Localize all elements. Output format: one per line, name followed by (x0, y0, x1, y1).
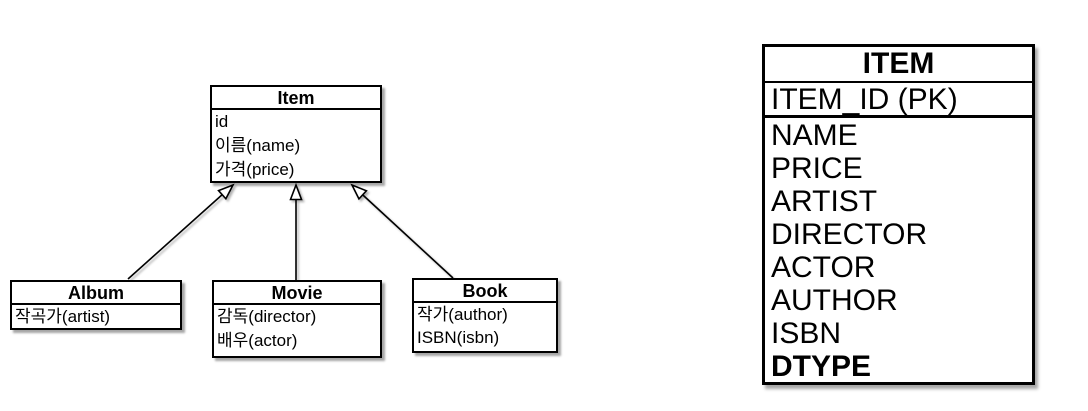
class-fields-album: 작곡가(artist) (12, 305, 180, 328)
er-column-row: ACTOR (771, 251, 876, 284)
er-column-row: AUTHOR (771, 284, 898, 317)
inheritance-arrow-book-to-item (352, 185, 454, 279)
er-column-row: PRICE (771, 152, 863, 185)
field-row: 배우(actor) (217, 331, 298, 350)
field-row: 감독(director) (217, 307, 317, 326)
field-row: 작가(author) (417, 305, 508, 324)
field-row: id (215, 112, 229, 131)
class-title-book: Book (414, 280, 556, 303)
class-fields-item: id 이름(name) 가격(price) (212, 110, 380, 182)
class-box-album: Album 작곡가(artist) (10, 280, 182, 330)
class-fields-book: 작가(author) ISBN(isbn) (414, 303, 556, 349)
class-box-book: Book 작가(author) ISBN(isbn) (412, 278, 558, 353)
class-fields-movie: 감독(director) 배우(actor) (214, 305, 380, 353)
field-row: 작곡가(artist) (15, 307, 111, 326)
er-pk-row: ITEM_ID (PK) (765, 83, 1032, 118)
field-row: ISBN(isbn) (417, 328, 500, 347)
er-table-title: ITEM (765, 47, 1032, 83)
er-column-row: DIRECTOR (771, 218, 928, 251)
field-row: 이름(name) (215, 136, 301, 155)
er-column-row: ISBN (771, 317, 842, 350)
er-column-row: ARTIST (771, 185, 878, 218)
class-box-movie: Movie 감독(director) 배우(actor) (212, 280, 382, 358)
class-title-album: Album (12, 282, 180, 305)
class-title-item: Item (212, 87, 380, 110)
class-title-movie: Movie (214, 282, 380, 305)
er-column-row: DTYPE (771, 350, 872, 383)
class-box-item: Item id 이름(name) 가격(price) (210, 85, 382, 183)
inheritance-arrow-album-to-item (127, 185, 233, 280)
field-row: 가격(price) (215, 160, 295, 179)
er-column-row: NAME (771, 119, 858, 152)
